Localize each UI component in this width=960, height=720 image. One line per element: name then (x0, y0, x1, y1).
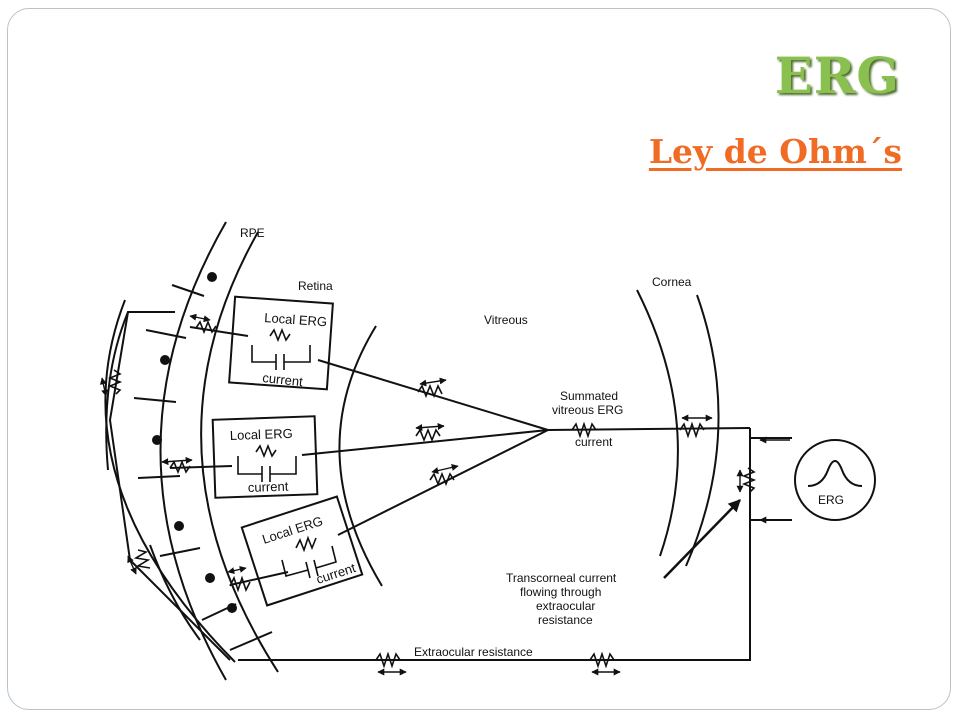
erg-wave-icon (807, 460, 863, 487)
local-erg-current-2: current (248, 479, 289, 495)
label-transcorneal-4: resistance (538, 613, 593, 627)
cornea-outer-arc (636, 289, 679, 557)
transcorneal-arrow (663, 499, 741, 579)
label-vitreous: Vitreous (484, 313, 528, 327)
rpe-outer-arc (159, 221, 227, 681)
cornea-inner-arc (685, 294, 720, 567)
local-erg-current-1: current (262, 370, 304, 389)
local-erg-box-3 (240, 495, 364, 607)
local-erg-box-1 (228, 295, 334, 391)
label-rpe: RPE (240, 226, 265, 240)
cell-nuclei (152, 272, 237, 613)
label-summated-2: vitreous ERG (552, 403, 623, 417)
label-summated-1: Summated (560, 389, 618, 403)
erg-meter (794, 439, 876, 521)
local-erg-title-2: Local ERG (230, 426, 293, 443)
slide-subtitle: Ley de Ohm´s (648, 132, 902, 171)
capacitors (237, 345, 337, 579)
extraocular-loop-wire (238, 520, 751, 661)
local-erg-title-1: Local ERG (264, 310, 328, 329)
label-transcorneal-1: Transcorneal current (506, 571, 617, 585)
slide-title: ERG (774, 46, 900, 105)
local-erg-box-2 (211, 415, 319, 499)
label-cornea: Cornea (652, 275, 692, 289)
label-transcorneal-2: flowing through (520, 585, 601, 599)
label-retina: Retina (298, 279, 333, 293)
current-arrows (99, 313, 744, 676)
label-transcorneal-3: extraocular (536, 599, 595, 613)
label-summated-current: current (575, 435, 613, 449)
rpe-inner-arc (200, 231, 279, 673)
label-erg-meter: ERG (818, 493, 844, 507)
label-extraocular: Extraocular resistance (414, 645, 533, 659)
vitreous-boundary-arc (338, 325, 383, 587)
slide-frame (7, 8, 951, 710)
